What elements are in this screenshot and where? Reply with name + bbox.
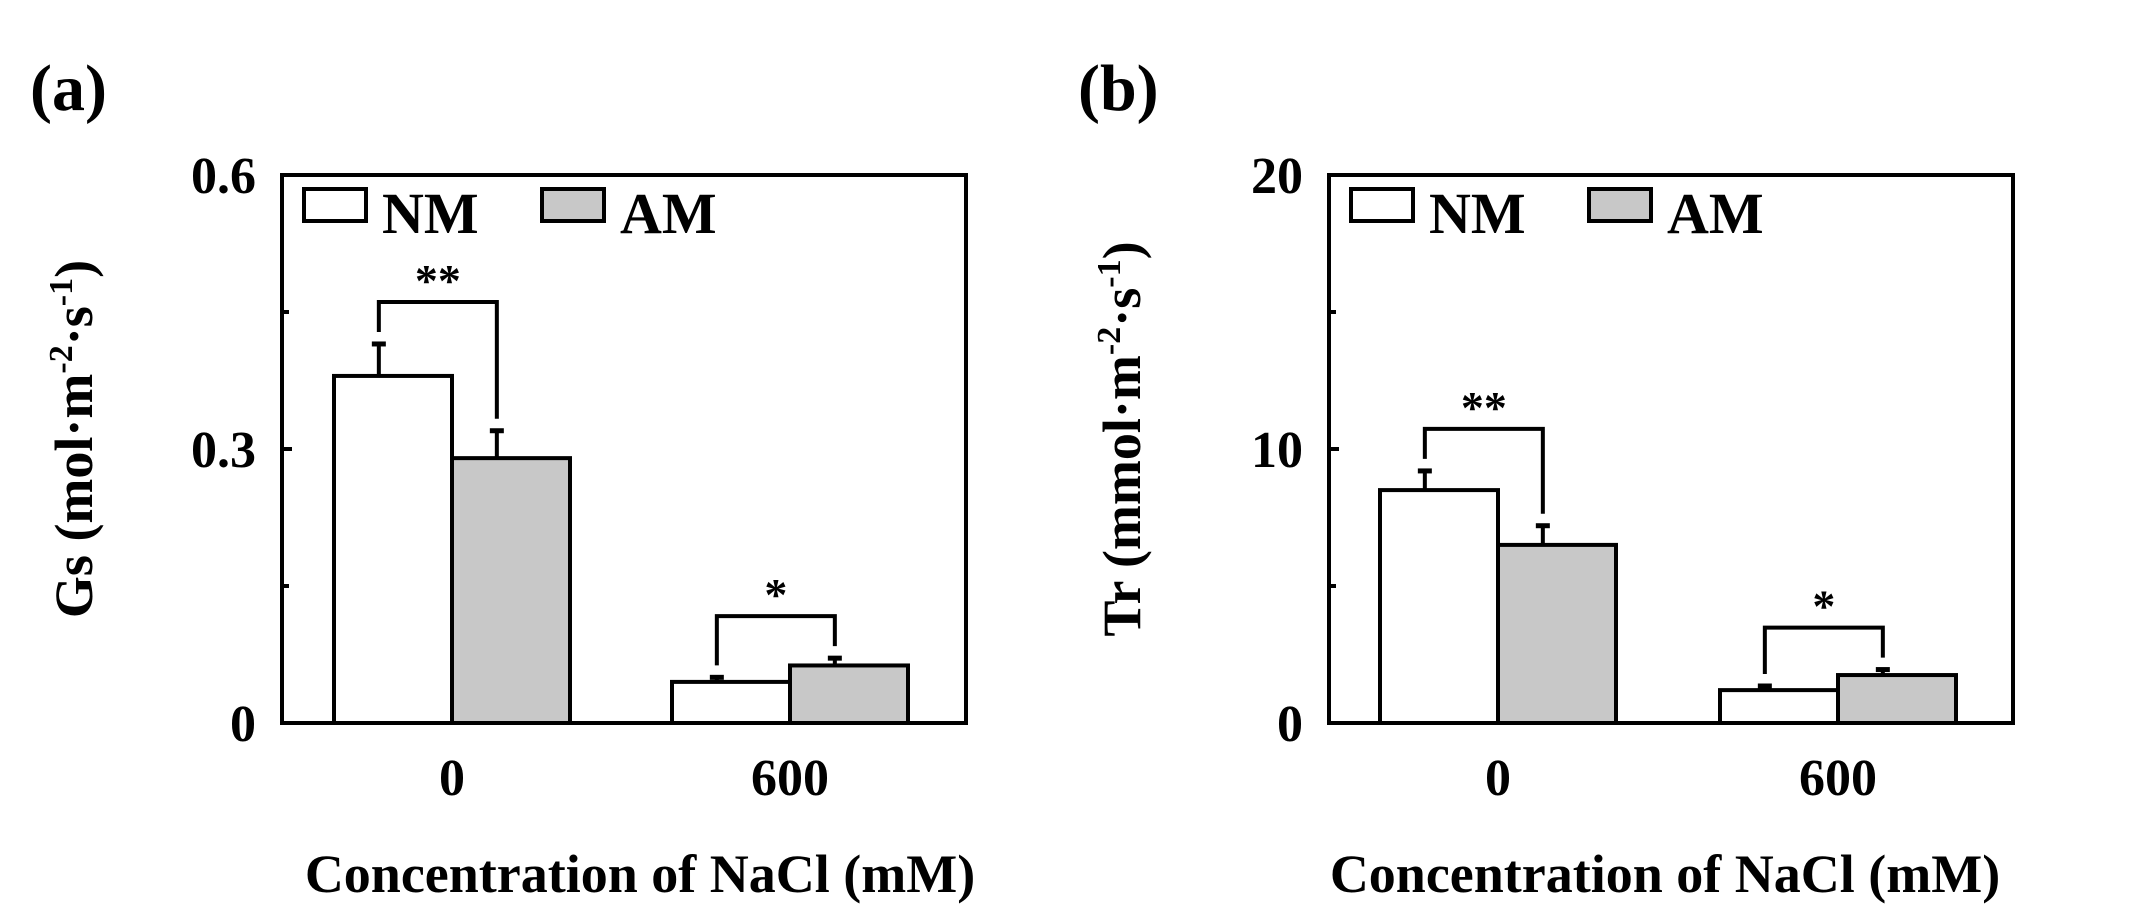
significance-bracket bbox=[376, 299, 499, 419]
y-tick-label: 0.3 bbox=[191, 422, 256, 479]
legend-label-nm: NM bbox=[382, 181, 479, 246]
significance-marker: * bbox=[764, 569, 787, 620]
legend-label-am: AM bbox=[1667, 181, 1764, 246]
legend-swatch-am bbox=[540, 187, 606, 223]
bar-am bbox=[1836, 673, 1958, 725]
significance-marker: ** bbox=[415, 255, 461, 306]
bar-nm bbox=[670, 679, 792, 726]
bar-am bbox=[1496, 542, 1618, 726]
y-axis-title-part: Gs (mol·m bbox=[44, 374, 104, 618]
significance-bracket bbox=[1422, 426, 1545, 514]
y-tick-label: 0.6 bbox=[191, 148, 256, 205]
y-axis-title-part: ·s bbox=[1092, 288, 1152, 327]
bar-am bbox=[450, 456, 572, 725]
y-axis-title-part: ·s bbox=[44, 306, 104, 345]
y-axis-title-text: Gs (mol·m-2·s-1) bbox=[43, 260, 104, 618]
panel-b: (b) Tr (mmol·m-2·s-1) 0 10 20 0 ** 600 * NM AM C… bbox=[1078, 52, 2015, 904]
significance-marker: ** bbox=[1461, 382, 1507, 433]
y-axis-superscript: -1 bbox=[1091, 259, 1128, 287]
y-axis-title: Tr (mmol·m-2·s-1) bbox=[1091, 241, 1152, 636]
significance-bracket bbox=[714, 614, 837, 666]
x-tick-label: 0 bbox=[439, 750, 465, 807]
y-axis-superscript: -1 bbox=[43, 278, 80, 306]
panel-label: (b) bbox=[1078, 52, 1159, 125]
plot-area: 0 0.3 0.6 0 ** 600 * NM AM bbox=[191, 148, 968, 807]
bar-nm bbox=[332, 373, 454, 725]
x-axis-title: Concentration of NaCl (mM) bbox=[305, 844, 975, 904]
panel-label: (a) bbox=[30, 52, 107, 125]
y-axis-title-part: Tr (mmol·m bbox=[1092, 355, 1152, 636]
y-tick-label: 10 bbox=[1251, 422, 1303, 479]
legend-label-am: AM bbox=[620, 181, 717, 246]
bar-nm bbox=[1718, 688, 1840, 725]
plot-area: 0 10 20 0 ** 600 * NM AM bbox=[1251, 148, 2015, 807]
y-axis-title: Gs (mol·m-2·s-1) bbox=[43, 260, 104, 618]
y-axis-title-text: Tr (mmol·m-2·s-1) bbox=[1091, 241, 1152, 636]
bar-am bbox=[788, 663, 910, 726]
y-axis-superscript: -2 bbox=[1091, 327, 1128, 355]
bar-nm bbox=[1378, 488, 1500, 725]
legend-swatch-am bbox=[1587, 187, 1653, 223]
legend-swatch-nm bbox=[1349, 187, 1415, 223]
y-tick-label: 20 bbox=[1251, 148, 1303, 205]
y-axis-title-part: ) bbox=[44, 260, 104, 278]
legend-label-nm: NM bbox=[1429, 181, 1526, 246]
x-tick-label: 600 bbox=[1799, 750, 1877, 807]
x-axis-title: Concentration of NaCl (mM) bbox=[1330, 844, 2000, 904]
x-tick-label: 600 bbox=[751, 750, 829, 807]
legend-swatch-nm bbox=[302, 187, 368, 223]
y-axis-title-part: ) bbox=[1092, 241, 1152, 259]
significance-bracket bbox=[1762, 625, 1885, 675]
y-axis-superscript: -2 bbox=[43, 345, 80, 373]
x-tick-label: 0 bbox=[1485, 750, 1511, 807]
y-tick-label: 0 bbox=[230, 696, 256, 753]
significance-marker: * bbox=[1812, 581, 1835, 632]
y-tick-label: 0 bbox=[1277, 696, 1303, 753]
